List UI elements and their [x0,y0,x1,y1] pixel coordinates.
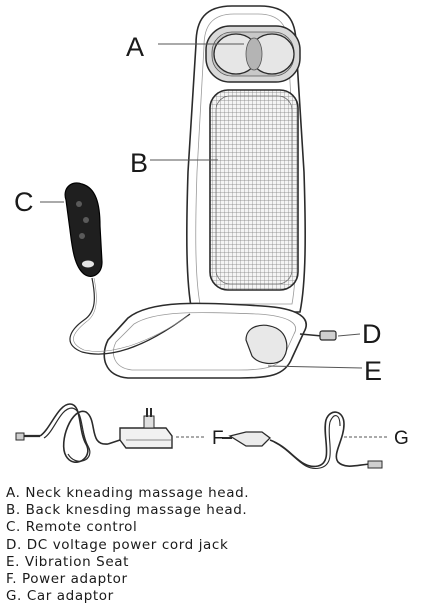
callout-c: C [14,187,34,217]
callout-f: F [212,428,224,449]
legend-item-b: B. Back knesding massage head. [6,502,248,519]
car-adaptor [222,411,383,469]
neck-massage-head [205,25,301,83]
callout-e: E [364,356,382,386]
legend-item-d: D. DC voltage power cord jack [6,536,229,553]
callout-b: B [130,148,148,178]
leader-lines [40,43,388,438]
legend-item-c: C. Remote control [6,519,138,536]
legend-item-g: G. Car adaptor [6,588,114,605]
legend-item-a: A. Neck kneading massage head. [6,485,250,501]
parts-legend: A. Neck kneading massage head. B. Back k… [6,485,416,605]
dc-power-cord-jack [299,330,337,341]
back-massage-mesh [209,89,299,291]
power-adaptor [15,403,173,463]
callout-d: D [362,319,382,349]
callout-g: G [394,428,409,449]
massage-cushion-diagram: A B C D E F G [14,5,409,469]
vibration-seat [103,302,307,379]
remote-control [64,182,191,355]
legend-item-e: E. Vibration Seat [6,553,129,570]
legend-item-f: F. Power adaptor [6,571,128,588]
callout-a: A [126,32,144,62]
